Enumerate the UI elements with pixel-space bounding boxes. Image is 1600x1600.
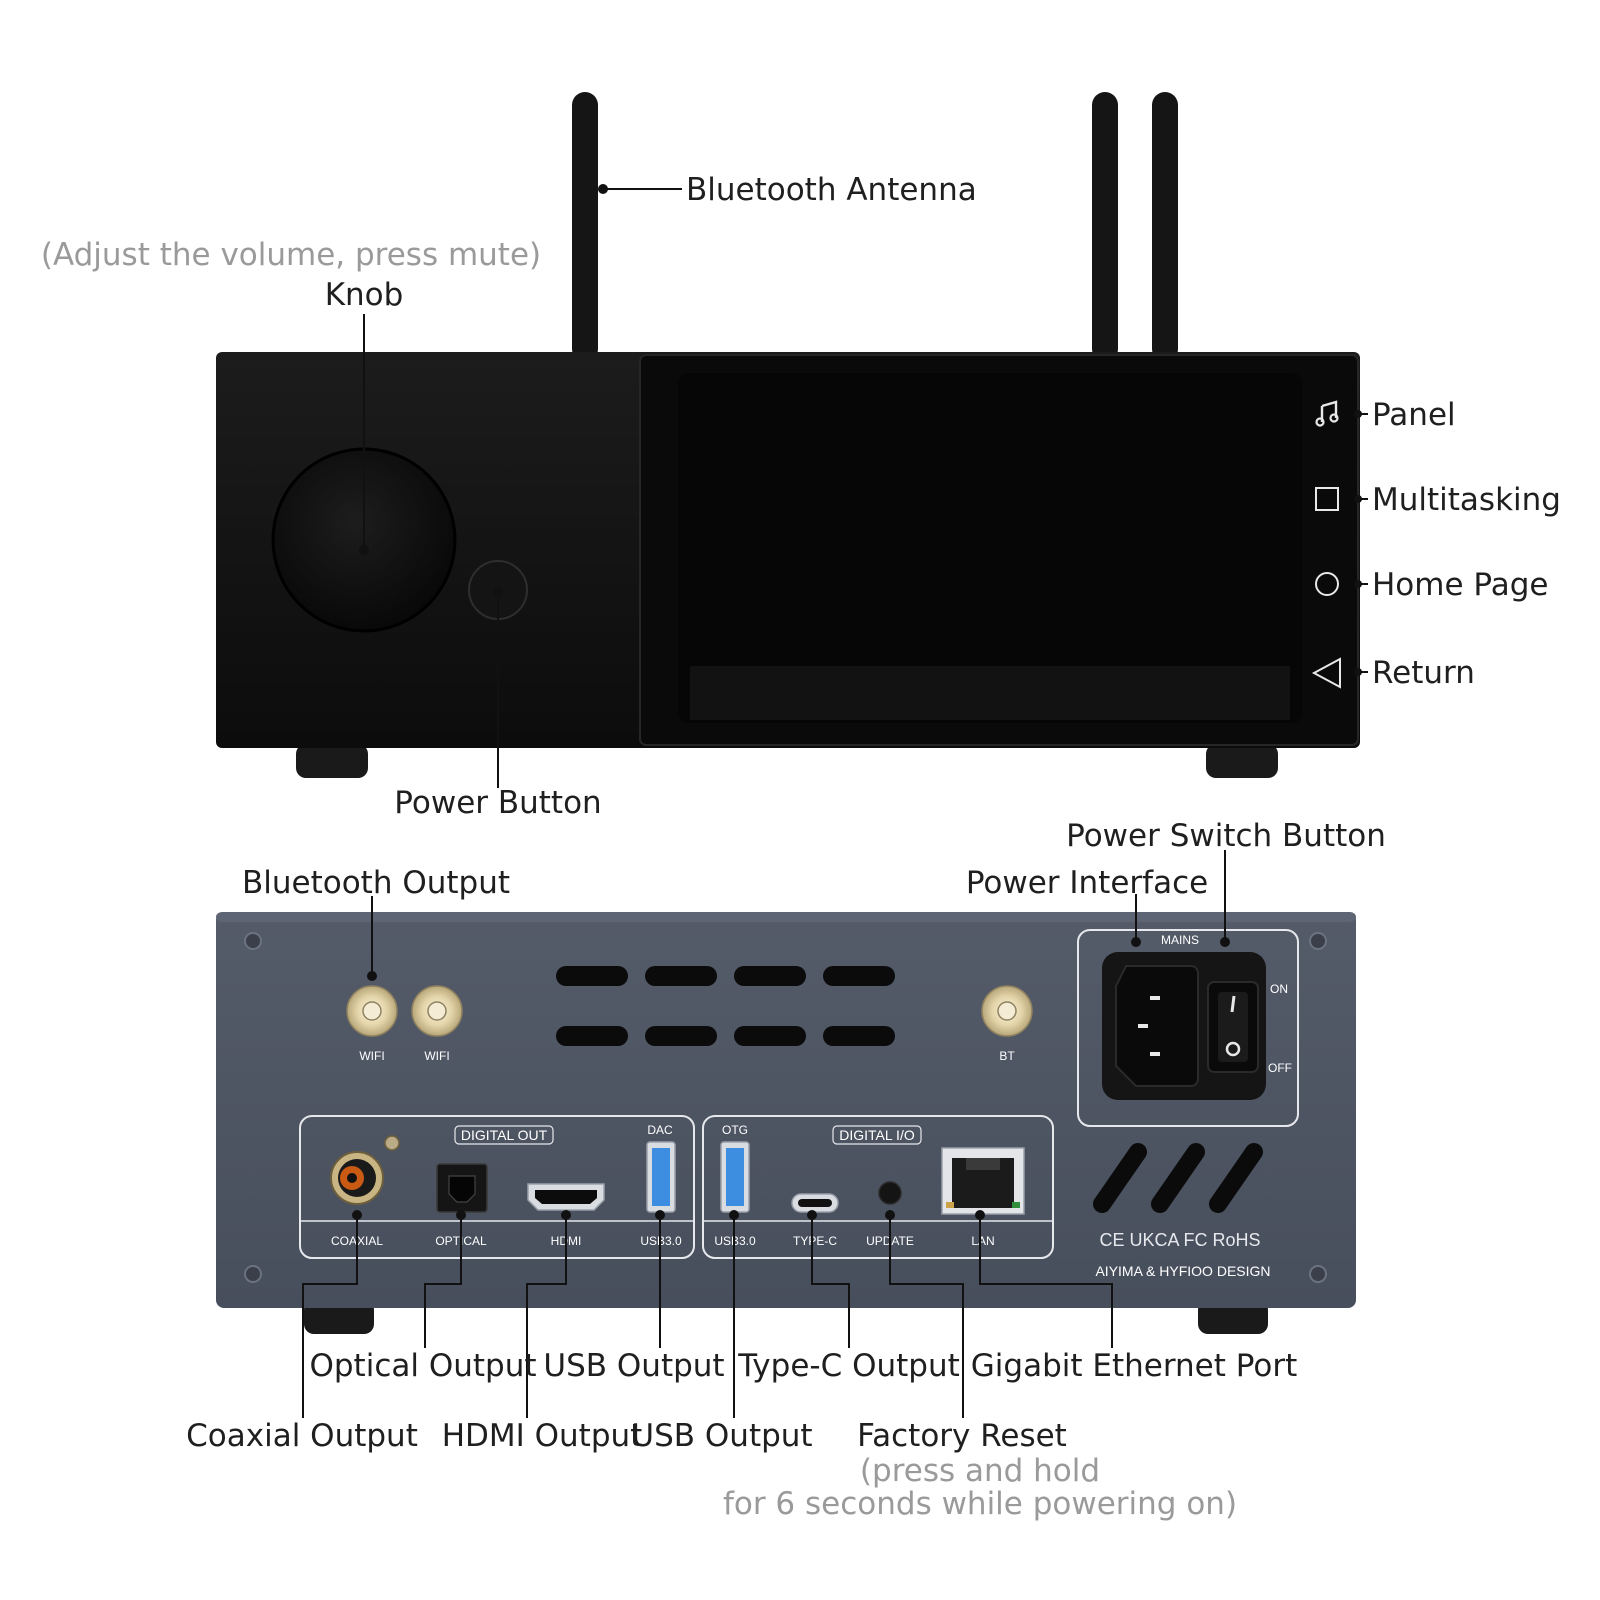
front-foot-left [296,744,368,778]
bt-connector[interactable] [981,985,1033,1037]
coaxial-output-label: Coaxial Output [186,1418,418,1454]
knob-hint-label: (Adjust the volume, press mute) [41,237,541,273]
front-leaders [359,184,1368,788]
hdmi-port[interactable] [527,1183,605,1211]
rear-view: WIFI WIFI BT MAINS ON OFF DIGITAL OUT DA… [216,912,1356,1334]
off-marking: OFF [1268,1061,1292,1075]
vent-slots [556,966,895,1046]
triangle-back-icon[interactable] [1311,657,1341,689]
factory-reset-note-2: for 6 seconds while powering on) [723,1486,1237,1522]
power-button-label: Power Button [394,785,601,821]
factory-reset-note-1: (press and hold [860,1453,1100,1489]
screw [244,1265,262,1283]
type-c-marking: TYPE-C [793,1234,837,1248]
lan-port[interactable] [941,1147,1025,1215]
wifi-marking-2: WIFI [424,1049,449,1063]
square-icon[interactable] [1315,487,1339,511]
wifi-connector-2[interactable] [411,985,463,1037]
power-interface-label: Power Interface [966,865,1208,901]
rocker-face [1218,992,1248,1062]
rear-top-edge [216,912,1356,922]
usb-output-dac-label: USB Output [543,1348,724,1384]
antenna-right-2 [1152,92,1178,362]
ground-screw [384,1135,400,1151]
otg-marking: OTG [722,1123,748,1137]
bt-marking: BT [999,1049,1015,1063]
usb30-otg-marking: USB3.0 [714,1234,756,1248]
digital-out-frame [299,1115,695,1259]
inlet-pin [1150,996,1160,1000]
factory-reset-label: Factory Reset [857,1418,1067,1454]
wifi-connector-1[interactable] [346,985,398,1037]
usb30-dac-marking: USB3.0 [640,1234,682,1248]
brand-marking: AIYIMA & HYFIOO DESIGN [1095,1263,1270,1279]
screw [1309,932,1327,950]
optical-output-label: Optical Output [309,1348,536,1384]
coaxial-jack[interactable] [330,1151,384,1205]
music-note-icon[interactable] [1315,400,1339,427]
mains-frame [1077,929,1299,1127]
antenna-right-1 [1092,92,1118,362]
front-foot-right [1206,744,1278,778]
lan-marking: LAN [971,1234,994,1248]
optical-port[interactable] [436,1163,488,1213]
dac-marking: DAC [647,1123,673,1137]
rear-body [216,912,1356,1308]
digital-out-marking: DIGITAL OUT [461,1127,548,1143]
home-page-label: Home Page [1372,567,1548,603]
bluetooth-output-label: Bluetooth Output [242,865,510,901]
knob-label: Knob [325,277,404,313]
screen-reflection [690,666,1290,720]
digital-io-marking: DIGITAL I/O [839,1127,915,1143]
hdmi-output-label: HDMI Output [442,1418,643,1454]
mains-marking: MAINS [1161,933,1199,947]
circle-icon[interactable] [1315,572,1339,596]
multitasking-label: Multitasking [1372,482,1561,518]
digital-io-frame [702,1115,1054,1259]
inlet-pin [1138,1024,1148,1028]
type-c-output-label: Type-C Output [737,1348,960,1384]
panel-label: Panel [1372,397,1456,433]
screw [244,932,262,950]
antenna-left [572,92,598,362]
power-switch-button-label: Power Switch Button [1066,818,1386,854]
screw [1309,1265,1327,1283]
display-screen[interactable] [678,373,1302,723]
rear-leaders [302,850,1230,1418]
return-label: Return [1372,655,1475,691]
certification-marks: CE UKCA FC RoHS [1099,1230,1260,1250]
front-view [216,92,1360,778]
power-inlet[interactable] [1115,965,1199,1087]
on-marking: ON [1270,982,1288,996]
rocker-on-mark [1230,995,1236,1013]
slanted-vents [1093,1143,1263,1213]
usb-dac-port[interactable] [646,1141,676,1213]
wifi-marking-1: WIFI [359,1049,384,1063]
rocker-off-mark [1225,1041,1241,1057]
usb-output-otg-label: USB Output [631,1418,812,1454]
rear-foot-left [304,1300,374,1334]
type-c-port[interactable] [791,1193,839,1213]
usb-otg-port[interactable] [720,1141,750,1213]
bluetooth-antenna-label: Bluetooth Antenna [686,172,977,208]
rear-foot-right [1198,1300,1268,1334]
inlet-pin [1150,1052,1160,1056]
gigabit-ethernet-port-label: Gigabit Ethernet Port [971,1348,1297,1384]
update-reset-hole[interactable] [878,1181,902,1205]
